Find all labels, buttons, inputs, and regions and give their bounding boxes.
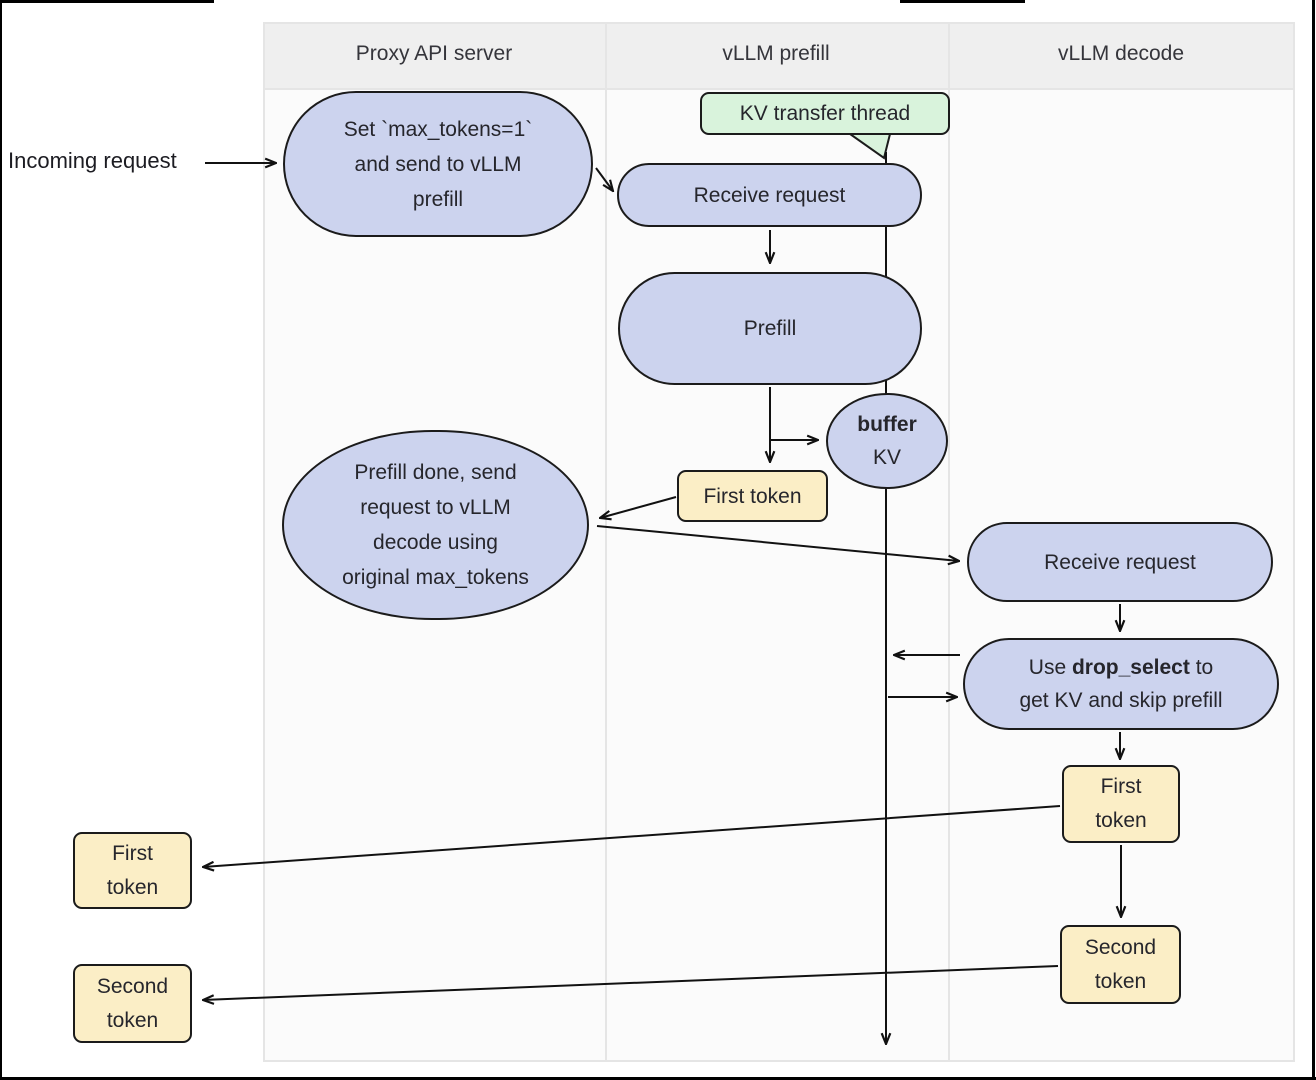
node-text-part-bold: drop_select: [1071, 656, 1190, 679]
node-text-line: First token: [703, 484, 802, 508]
node-text-line: token: [1094, 969, 1147, 993]
column-divider: [948, 22, 950, 1062]
node-use-drop-select: Use drop_select to get KV and skip prefi…: [963, 638, 1279, 730]
node-text-line: decode using: [373, 531, 498, 554]
node-prefill: Prefill: [618, 272, 922, 385]
incoming-request-label: Incoming request: [8, 148, 177, 173]
swimlane-header-band: [263, 22, 1295, 90]
node-text-line: token: [106, 875, 159, 899]
frame-border-right: [1312, 0, 1315, 1080]
node-text-line: Prefill: [743, 317, 797, 340]
node-text-line: token: [106, 1008, 159, 1032]
frame-border-bottom: [0, 1077, 1316, 1080]
frame-border-top-segment: [900, 0, 1025, 3]
node-first-token-decode: First token: [1062, 765, 1180, 843]
column-header-prefill: vLLM prefill: [722, 42, 830, 65]
node-first-token-client: First token: [73, 832, 192, 909]
frame-border-left: [0, 0, 2, 1080]
node-text-line: and send to vLLM: [354, 152, 522, 176]
node-text-line: Set `max_tokens=1`: [343, 117, 533, 141]
node-text-line: Receive request: [1044, 550, 1196, 574]
node-text-line: buffer: [857, 413, 917, 436]
node-kv-transfer-thread: KV transfer thread: [700, 92, 950, 135]
node-set-max-tokens: Set `max_tokens=1` and send to vLLM pref…: [283, 91, 593, 237]
column-header-proxy: Proxy API server: [355, 42, 513, 65]
column-header-decode: vLLM decode: [1057, 42, 1185, 65]
node-receive-request-decode: Receive request: [967, 522, 1273, 602]
node-text-line: original max_tokens: [342, 566, 529, 589]
node-text-line: KV transfer thread: [739, 102, 911, 125]
node-text-line: token: [1095, 809, 1147, 832]
node-text-line: get KV and skip prefill: [1019, 689, 1223, 712]
node-second-token-client: Second token: [73, 964, 192, 1043]
frame-border-top-segment: [0, 0, 214, 3]
node-receive-request-prefill: Receive request: [617, 163, 922, 227]
node-text-line: request to vLLM: [360, 496, 511, 519]
node-text-line: Receive request: [693, 183, 846, 207]
node-text-line: Prefill done, send: [354, 461, 517, 484]
node-first-token-prefill: First token: [677, 470, 828, 522]
node-text-line: Use drop_select to: [1029, 651, 1213, 684]
node-text-line: First: [1100, 775, 1142, 798]
node-buffer-kv: buffer KV: [826, 393, 948, 489]
node-text-line: Second: [1084, 935, 1157, 959]
node-second-token-decode: Second token: [1060, 925, 1181, 1004]
node-prefill-done: Prefill done, send request to vLLM decod…: [282, 430, 589, 620]
node-text-line: First: [112, 841, 153, 865]
node-text-line: prefill: [412, 187, 464, 211]
node-text-part: Use: [1028, 656, 1072, 679]
column-divider: [605, 22, 607, 1062]
node-text-part: to: [1189, 656, 1214, 679]
node-text-line: Second: [96, 974, 169, 998]
node-text-line: KV: [872, 446, 901, 469]
